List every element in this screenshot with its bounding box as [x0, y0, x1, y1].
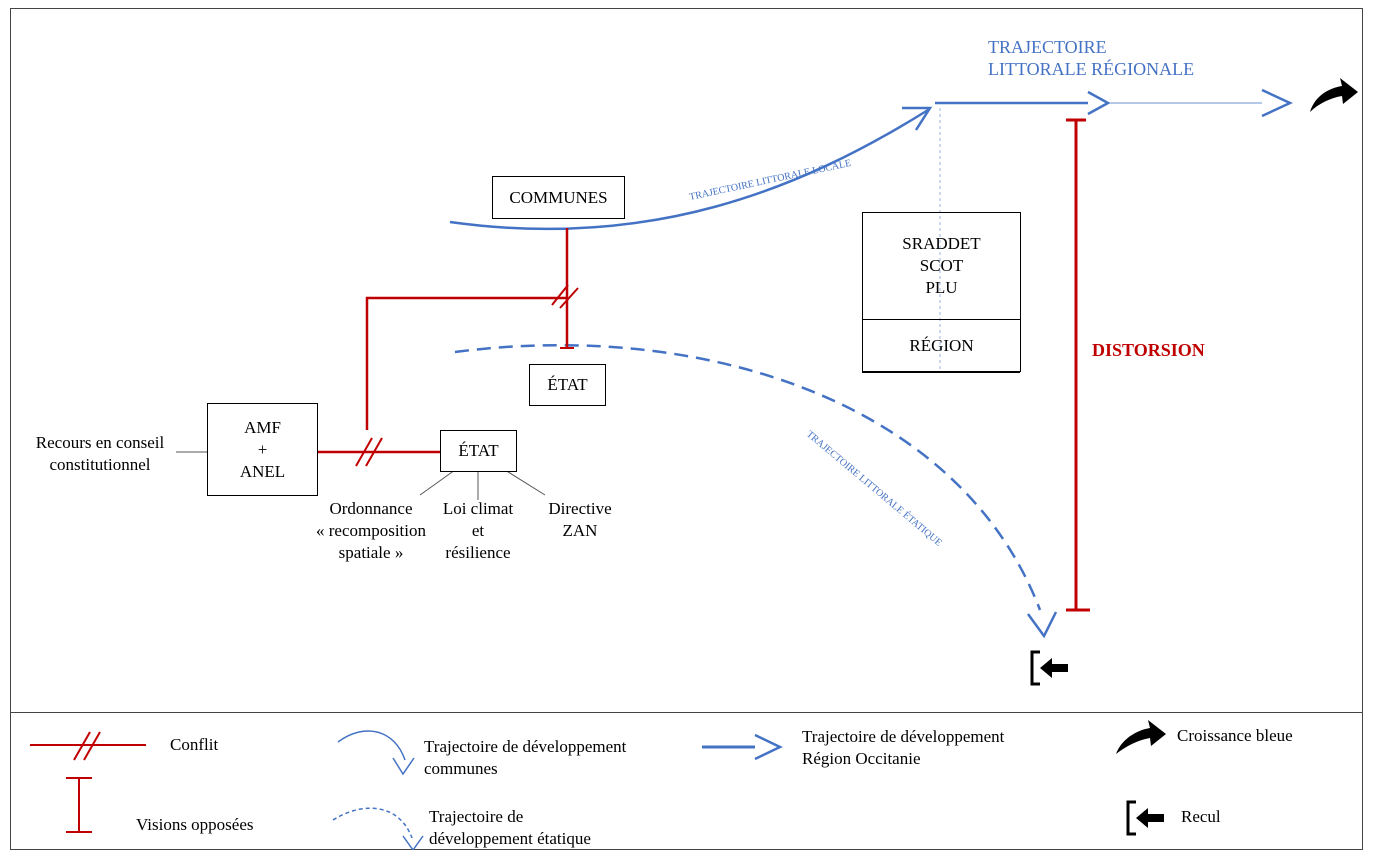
etat-bottom-label: ÉTAT	[458, 441, 499, 460]
legend-traj-region-label: Trajectoire de développement Région Occi…	[802, 726, 1004, 770]
legend-conflit-icon	[30, 731, 146, 761]
trajectoire-locale-label: TRAJECTOIRE LITTORALE LOCALE	[688, 158, 852, 203]
legend-traj-etat-line2: développement étatique	[429, 829, 591, 848]
legend-traj-region-line1: Trajectoire de développement	[802, 727, 1005, 746]
loi-climat-line3: résilience	[445, 543, 511, 562]
trajectoire-etatique-label: TRAJECTOIRE LITTORALE ÉTATIQUE	[804, 428, 944, 549]
legend-croissance-label: Croissance bleue	[1177, 726, 1293, 745]
trajectoire-regionale-title-line1: TRAJECTOIRE	[988, 37, 1107, 57]
sraddet-label: SRADDET	[902, 234, 981, 253]
legend-traj-region-icon	[702, 733, 783, 761]
ordonnance-label: Ordonnance « recomposition spatiale »	[296, 498, 446, 564]
communes-label: COMMUNES	[509, 187, 608, 207]
etat-top-label: ÉTAT	[547, 375, 588, 394]
ordonnance-line1: Ordonnance	[329, 499, 413, 518]
directive-line1: Directive	[548, 499, 612, 518]
recours-line2: constitutionnel	[49, 455, 151, 474]
trajectoire-regionale-title-line2: LITTORALE RÉGIONALE	[988, 59, 1195, 79]
legend-traj-communes-line1: Trajectoire de développement	[424, 737, 627, 756]
region-docs-box: SRADDET SCOT PLU	[862, 212, 1021, 320]
legend-croissance-icon	[1116, 720, 1166, 754]
etat-link-directive	[504, 469, 546, 496]
scot-label: SCOT	[919, 256, 964, 275]
legend-traj-etat-line1: Trajectoire de	[429, 807, 524, 826]
croissance-bleue-icon	[1310, 78, 1358, 112]
etat-bottom-box: ÉTAT	[440, 430, 517, 472]
directive-label: Directive ZAN	[535, 498, 625, 542]
region-box: RÉGION	[862, 319, 1021, 372]
legend-traj-etat-icon	[332, 807, 424, 850]
ordonnance-line3: spatiale »	[338, 543, 404, 562]
conflit-mark-top-1	[551, 284, 569, 306]
trajectoire-etatique-arrowhead	[1026, 611, 1058, 639]
trajectoire-locale-curve	[449, 108, 929, 231]
conflit-mark-top-2	[559, 287, 579, 309]
anel-label: ANEL	[239, 461, 286, 481]
recours-label: Recours en conseil constitutionnel	[20, 432, 180, 476]
amf-label: AMF	[244, 417, 281, 437]
loi-climat-line1: Loi climat	[442, 499, 514, 518]
loi-climat-line2: et	[471, 521, 485, 540]
legend-visions-icon	[66, 777, 92, 833]
conflit-mark-bottom-1	[355, 437, 373, 467]
legend-conflit-label: Conflit	[170, 735, 219, 754]
etat-link-ordonnance	[419, 469, 456, 496]
ordonnance-line2: « recomposition	[315, 521, 426, 540]
trajectoire-locale-arrowhead	[902, 106, 933, 131]
recul-icon-diagram	[1030, 650, 1068, 686]
region-label: RÉGION	[909, 335, 974, 355]
etat-top-box: ÉTAT	[529, 364, 606, 406]
trajectoire-regionale-arrowhead-2	[1261, 88, 1293, 118]
directive-line2: ZAN	[562, 521, 598, 540]
communes-box: COMMUNES	[492, 176, 625, 219]
legend-traj-communes-line2: communes	[424, 759, 498, 778]
conflit-mark-bottom-2	[365, 437, 383, 467]
legend-traj-region-line2: Région Occitanie	[802, 749, 921, 768]
distortion-bar	[1066, 118, 1090, 612]
legend-traj-communes-icon	[337, 730, 415, 776]
legend-traj-etat-label: Trajectoire de développement étatique	[429, 806, 591, 850]
plu-label: PLU	[925, 278, 958, 297]
amf-anel-box: AMF + ANEL	[207, 403, 318, 496]
plus-label: +	[257, 439, 268, 459]
amf-to-etat-link	[365, 296, 567, 430]
legend-traj-communes-label: Trajectoire de développement communes	[424, 736, 626, 780]
trajectoire-regionale-arrowhead-1	[1087, 90, 1111, 116]
legend-visions-label: Visions opposées	[136, 815, 254, 834]
distortion-label: DISTORSION	[1092, 340, 1205, 360]
legend-recul-icon	[1126, 800, 1164, 836]
legend-divider	[10, 712, 1363, 713]
loi-climat-label: Loi climat et résilience	[430, 498, 526, 564]
trajectoire-regionale-title: TRAJECTOIRE LITTORALE RÉGIONALE	[988, 36, 1194, 80]
legend-recul-label: Recul	[1181, 807, 1221, 826]
recours-line1: Recours en conseil	[35, 433, 165, 452]
trajectoire-etatique-curve	[454, 343, 1042, 611]
